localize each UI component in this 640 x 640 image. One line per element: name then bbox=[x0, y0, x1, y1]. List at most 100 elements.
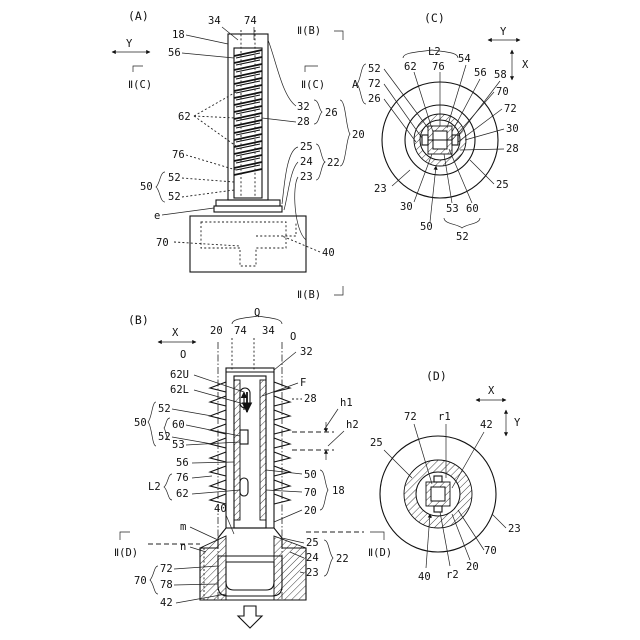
label-c-53: 53 bbox=[446, 203, 459, 215]
section-mark-iib-bottom-arrow bbox=[334, 286, 343, 295]
leader-52a bbox=[182, 178, 234, 182]
label-c-58: 58 bbox=[494, 69, 507, 81]
label-20: 20 bbox=[352, 129, 365, 141]
brace-b-70 bbox=[150, 566, 158, 594]
base-hidden-line bbox=[256, 222, 296, 236]
label-18: 18 bbox=[172, 29, 185, 41]
base-b-loop-inner bbox=[226, 562, 274, 590]
label-74: 74 bbox=[244, 15, 257, 27]
label-b-72: 72 bbox=[160, 563, 173, 575]
section-mark-iic-right: Ⅱ(C) bbox=[301, 79, 325, 91]
label-c-76: 76 bbox=[432, 61, 445, 73]
leader-28 bbox=[262, 118, 296, 122]
label-c-60: 60 bbox=[466, 203, 479, 215]
view-a: (A) Y Ⅱ(B) Ⅱ(C) Ⅱ(C) Ⅱ(B) 18 bbox=[112, 9, 365, 301]
section-mark-iid-left: Ⅱ(D) bbox=[114, 547, 138, 559]
section-mark-iib-bottom: Ⅱ(B) bbox=[297, 289, 321, 301]
label-c-23: 23 bbox=[374, 183, 387, 195]
leader-40 bbox=[282, 236, 320, 252]
leader-70 bbox=[174, 242, 240, 246]
section-mark-iic-left: Ⅱ(C) bbox=[128, 79, 152, 91]
section-mark-iid-left-arrow bbox=[120, 532, 130, 540]
axis-x-label-c: X bbox=[522, 59, 529, 71]
brace-b-50 bbox=[148, 402, 156, 446]
view-d: (D) X Y 72 r1 42 25 23 70 40 r2 20 bbox=[370, 369, 521, 583]
label-b-o1: O bbox=[180, 349, 186, 361]
label-b-18: 18 bbox=[332, 485, 345, 497]
label-b-h2: h2 bbox=[346, 419, 359, 431]
section-mark-iib-top-arrow bbox=[334, 31, 343, 40]
label-d-70: 70 bbox=[484, 545, 497, 557]
base-block bbox=[190, 216, 306, 272]
brace-c-a bbox=[357, 64, 366, 104]
label-56: 56 bbox=[168, 47, 181, 59]
label-b-q: Q bbox=[254, 307, 260, 319]
internal-elements bbox=[234, 380, 266, 520]
brace-50 bbox=[156, 172, 165, 202]
leader-52b bbox=[182, 190, 234, 197]
helical-threads bbox=[234, 50, 262, 175]
leader-62 bbox=[194, 92, 236, 146]
label-b-52b: 52 bbox=[158, 431, 171, 443]
section-mark-iic-left-arrow bbox=[133, 66, 143, 72]
label-c-56: 56 bbox=[474, 67, 487, 79]
label-52b: 52 bbox=[168, 191, 181, 203]
axis-x-label-d: X bbox=[488, 385, 495, 397]
label-d-72: 72 bbox=[404, 411, 417, 423]
view-d-title: (D) bbox=[426, 369, 447, 383]
label-c-30: 30 bbox=[506, 123, 519, 135]
label-d-25: 25 bbox=[370, 437, 383, 449]
label-b-74: 74 bbox=[234, 325, 247, 337]
section-mark-iid-right: Ⅱ(D) bbox=[368, 547, 392, 559]
label-70: 70 bbox=[156, 237, 169, 249]
leader-b-62 bbox=[192, 490, 240, 494]
label-24: 24 bbox=[300, 156, 313, 168]
leader-b-20r bbox=[274, 510, 302, 522]
label-b-20: 20 bbox=[210, 325, 223, 337]
label-32: 32 bbox=[297, 101, 310, 113]
leader-b-32 bbox=[274, 352, 296, 370]
label-b-m: m bbox=[180, 521, 186, 533]
label-b-25: 25 bbox=[306, 537, 319, 549]
brace-c-52 bbox=[444, 218, 480, 228]
label-b-62l: 62L bbox=[170, 384, 189, 396]
label-c-72: 72 bbox=[368, 78, 381, 90]
leader-b-56 bbox=[192, 462, 234, 463]
label-b-40: 40 bbox=[214, 503, 227, 515]
label-d-r1: r1 bbox=[438, 411, 451, 423]
label-b-53: 53 bbox=[172, 439, 185, 451]
label-c-30b: 30 bbox=[400, 201, 413, 213]
label-b-h1: h1 bbox=[340, 397, 353, 409]
label-b-42: 42 bbox=[160, 597, 173, 609]
leader-b-40 bbox=[226, 515, 234, 534]
leader-18 bbox=[186, 35, 228, 44]
flange-upper bbox=[216, 200, 280, 206]
label-b-78: 78 bbox=[160, 579, 173, 591]
label-76: 76 bbox=[172, 149, 185, 161]
label-b-24: 24 bbox=[306, 552, 319, 564]
brace-b-22 bbox=[324, 540, 333, 576]
label-b-50r: 50 bbox=[304, 469, 317, 481]
label-b-62u: 62U bbox=[170, 369, 189, 381]
label-b-23: 23 bbox=[306, 567, 319, 579]
leader-25 bbox=[282, 147, 298, 204]
leader-b-h2 bbox=[328, 431, 344, 446]
label-34: 34 bbox=[208, 15, 221, 27]
label-b-76: 76 bbox=[176, 472, 189, 484]
label-d-23: 23 bbox=[508, 523, 521, 535]
label-b-70: 70 bbox=[134, 575, 147, 587]
label-c-54: 54 bbox=[458, 53, 471, 65]
label-c-50: 50 bbox=[420, 221, 433, 233]
base-b-right-hatch bbox=[274, 536, 306, 600]
axis-y-label-d: Y bbox=[514, 417, 521, 429]
label-26: 26 bbox=[325, 107, 338, 119]
section-mark-iic-right-arrow bbox=[305, 66, 318, 72]
leader-b-h1 bbox=[324, 409, 338, 430]
flange-lower bbox=[214, 206, 282, 212]
label-b-32: 32 bbox=[300, 346, 313, 358]
label-d-42: 42 bbox=[480, 419, 493, 431]
leader-b-f bbox=[262, 383, 298, 396]
label-b-70r: 70 bbox=[304, 487, 317, 499]
section-mark-iid-right-arrow bbox=[370, 532, 384, 540]
